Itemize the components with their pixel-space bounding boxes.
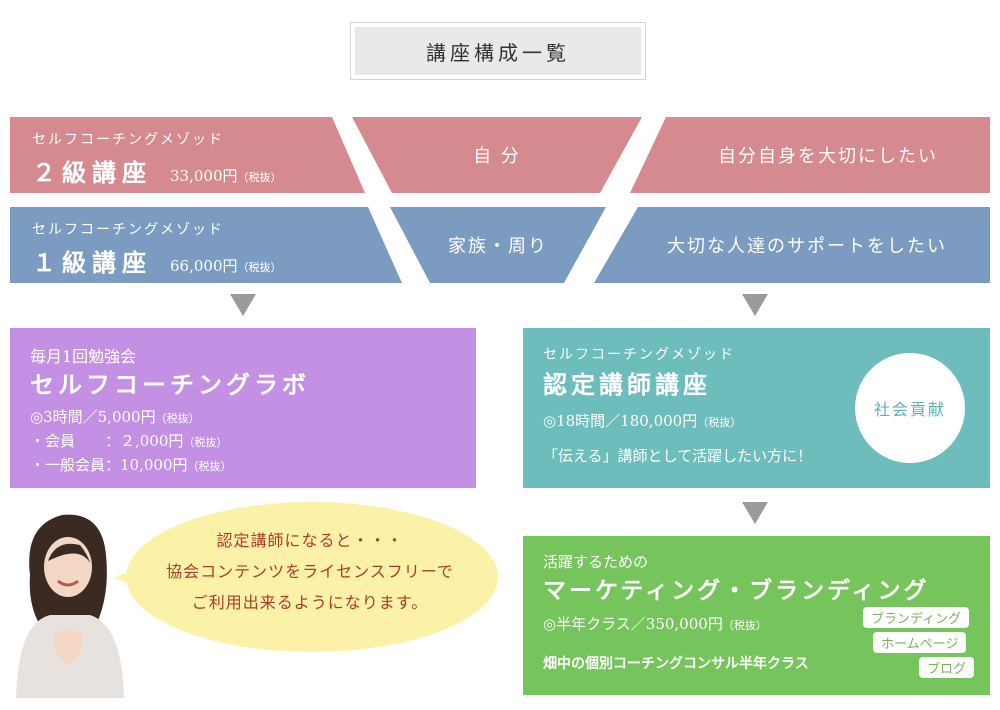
course-2-tax: （税抜） (237, 171, 282, 184)
tag-homepage: ホームページ (873, 632, 967, 653)
course-2-price: 33,000円 (170, 167, 238, 185)
marketing-price: ◎半年クラス／350,000円 (543, 615, 723, 633)
page-title-frame: 講座構成一覧 (350, 22, 646, 80)
social-contribution-badge: 社会貢献 (855, 353, 965, 463)
woman-photo (10, 505, 130, 698)
lab-member-price: ・会員 ：２,000円 (30, 432, 184, 450)
marketing-name: マーケティング・ブランディング (543, 577, 930, 604)
target-self: 自 分 (352, 117, 642, 193)
bubble-line-3: ご利用出来るようになります。 (191, 593, 429, 612)
course-2-band: セルフコーチングメゾッド ２級講座 33,000円（税抜） (10, 117, 365, 193)
course-2-name: ２級講座 (32, 158, 152, 187)
marketing-card: 活躍するための マーケティング・ブランディング ◎半年クラス／350,000円（… (523, 536, 990, 695)
course-1-band: セルフコーチングメゾッド １級講座 66,000円（税抜） (10, 207, 402, 283)
target-self-label: 自 分 (473, 146, 521, 167)
course-2-label: セルフコーチングメゾッド (32, 132, 224, 148)
marketing-label: 活躍するための (543, 553, 649, 571)
bubble-line-1: 認定講師になると・・・ (216, 531, 404, 550)
lab-price-line: ◎3時間／5,000円 (30, 408, 156, 426)
down-arrow-icon (742, 294, 768, 316)
page-title: 講座構成一覧 (355, 27, 641, 75)
tag-blog: ブログ (919, 657, 975, 678)
instructor-card: セルフコーチングメゾッド 認定講師講座 ◎18時間／180,000円（税抜） 「… (523, 328, 990, 488)
target-family-label: 家族・周り (448, 236, 548, 257)
lab-label: 毎月1回勉強会 (30, 347, 137, 366)
lab-card: 毎月1回勉強会 セルフコーチングラボ ◎3時間／5,000円（税抜） ・会員 ：… (10, 328, 476, 488)
course-1-tax: （税抜） (237, 261, 282, 274)
social-contribution-label: 社会貢献 (873, 400, 946, 419)
goal-self-label: 自分自身を大切にしたい (718, 146, 938, 167)
goal-support: 大切な人達のサポートをしたい (594, 207, 990, 283)
speech-bubble-text: 認定講師になると・・・ 協会コンテンツをライセンスフリーで ご利用出来るようにな… (130, 525, 490, 618)
lab-general-price: ・一般会員：10,000円 (30, 456, 188, 474)
down-arrow-icon (742, 502, 768, 524)
goal-self: 自分自身を大切にしたい (630, 117, 990, 193)
target-family: 家族・周り (390, 207, 606, 283)
tag-branding: ブランディング (863, 607, 970, 628)
course-1-label: セルフコーチングメゾッド (32, 222, 224, 238)
lab-name: セルフコーチングラボ (30, 370, 310, 399)
instructor-label: セルフコーチングメゾッド (543, 347, 735, 363)
bubble-line-2: 協会コンテンツをライセンスフリーで (166, 562, 454, 581)
instructor-tagline: 「伝える」講師として活躍したい方に！ (543, 447, 813, 465)
course-1-name: １級講座 (32, 248, 152, 277)
speech-bubble (126, 502, 498, 652)
down-arrow-icon (230, 294, 256, 316)
marketing-description: 畑中の個別コーチングコンサル半年クラス (543, 656, 809, 672)
course-1-price: 66,000円 (170, 257, 238, 275)
goal-support-label: 大切な人達のサポートをしたい (667, 236, 947, 257)
instructor-price: ◎18時間／180,000円 (543, 412, 698, 430)
instructor-name: 認定講師講座 (543, 370, 711, 399)
